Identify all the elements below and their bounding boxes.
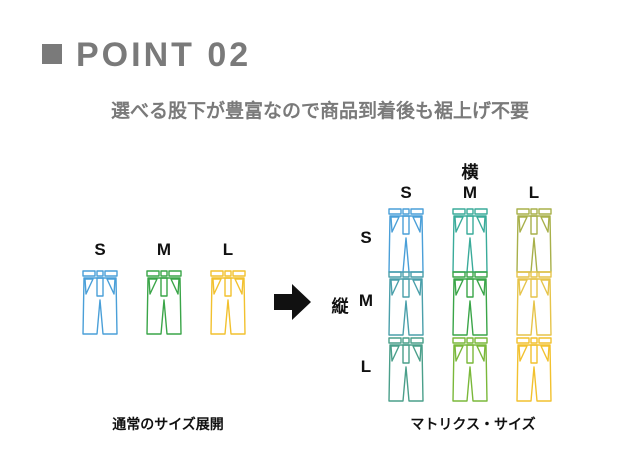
square-bullet-icon — [42, 44, 62, 64]
pants-icon — [516, 337, 552, 403]
column-label: M — [462, 183, 478, 202]
pants-icon — [516, 271, 552, 337]
row-label: L — [360, 357, 372, 376]
title-text: POINT 02 — [76, 36, 252, 74]
pants-icon — [210, 270, 246, 336]
arrow-right-icon — [274, 284, 311, 320]
size-label: M — [156, 240, 172, 259]
left-caption: 通常のサイズ展開 — [112, 417, 224, 433]
pants-icon — [146, 270, 182, 336]
vertical-label: 縦 — [331, 297, 349, 316]
right-caption: マトリクス・サイズ — [410, 417, 536, 433]
horizontal-label: 横 — [461, 163, 479, 182]
pants-icon — [452, 271, 488, 337]
row-label: M — [358, 291, 374, 310]
subtitle: 選べる股下が豊富なので商品到着後も裾上げ不要 — [110, 100, 529, 122]
column-label: L — [528, 183, 540, 202]
column-label: S — [400, 183, 412, 202]
pants-icon — [516, 208, 552, 274]
pants-icon — [452, 337, 488, 403]
size-label: L — [222, 240, 234, 259]
pants-icon — [82, 270, 118, 336]
row-label: S — [360, 228, 372, 247]
pants-icon — [388, 337, 424, 403]
size-label: S — [94, 240, 106, 259]
pants-icon — [388, 208, 424, 274]
pants-icon — [388, 271, 424, 337]
pants-icon — [452, 208, 488, 274]
page-title: POINT 02 — [42, 36, 251, 75]
